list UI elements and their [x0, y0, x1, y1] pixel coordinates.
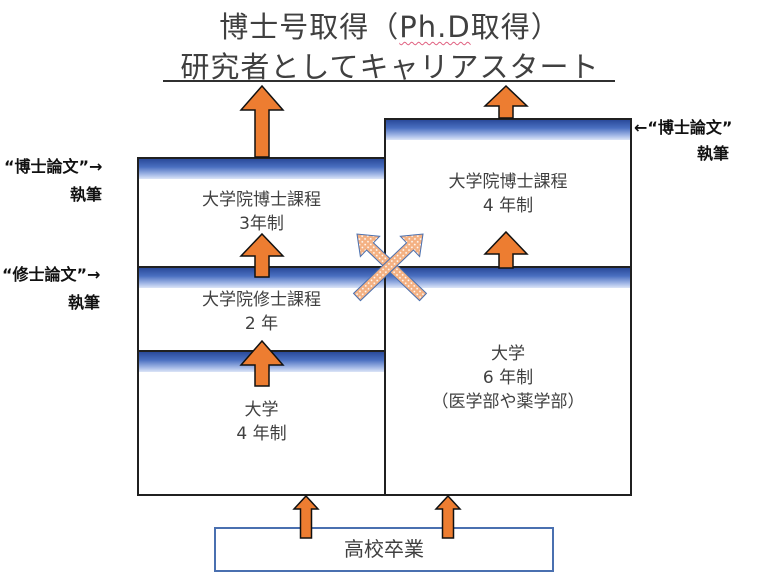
title-line-2: 研究者としてキャリアスタート	[180, 50, 600, 84]
right-doctoral-name: 大学院博士課程	[448, 172, 568, 192]
right-band-doctoral	[386, 118, 630, 140]
title-line-1: 博士号取得（Ph.D取得）	[150, 4, 630, 46]
title-prefix: 博士号取得（	[219, 10, 400, 44]
right-university-name: 大学	[491, 344, 525, 364]
left-doctoral-duration: 3年制	[239, 214, 284, 234]
left-university-text: 大学 4 年制	[139, 398, 384, 446]
left-master-thesis-text: “修士論文”	[2, 265, 88, 284]
arrow-up-icon-university-to-master	[239, 339, 285, 387]
left-doctoral-thesis-label: “博士論文”→	[4, 156, 102, 178]
right-university-duration: 6 年制	[482, 368, 534, 388]
right-column-box: 大学院博士課程 4 年制 大学 6 年制 （医学部や薬学部）	[384, 118, 632, 496]
title-phd: Ph.D	[399, 10, 471, 44]
arrow-up-icon-right-to-phd	[483, 84, 529, 119]
right-doctoral-thesis-text: “博士論文”	[647, 118, 733, 137]
right-university-text: 大学 6 年制 （医学部や薬学部）	[386, 342, 630, 414]
left-band-doctoral	[139, 157, 384, 179]
high-school-graduation-box: 高校卒業	[214, 527, 554, 572]
title-underline	[163, 80, 615, 82]
arrow-up-icon-university-to-doctoral-right	[483, 230, 529, 269]
left-column-box: 大学院博士課程 3年制 大学院修士課程 2 年 大学 4 年制	[137, 157, 386, 496]
arrow-right-icon: →	[89, 157, 103, 176]
left-doctoral-writing-label: 執筆	[70, 185, 103, 204]
title-suffix: 取得）	[470, 10, 561, 44]
right-doctoral-writing-label: 執筆	[697, 144, 730, 163]
right-doctoral-duration: 4 年制	[482, 196, 534, 216]
arrow-up-icon-left-to-phd	[239, 84, 285, 158]
right-university-note: （医学部や薬学部）	[431, 392, 585, 412]
left-master-text: 大学院修士課程 2 年	[139, 288, 384, 336]
arrow-left-icon: ←	[634, 118, 648, 137]
left-master-thesis-label: “修士論文”→	[2, 264, 100, 286]
arrow-up-icon-hs-to-right	[434, 494, 462, 539]
left-doctoral-text: 大学院博士課程 3年制	[139, 188, 384, 236]
left-doctoral-name: 大学院博士課程	[202, 190, 321, 210]
left-doctoral-thesis-text: “博士論文”	[4, 157, 90, 176]
arrow-right-icon: →	[87, 265, 101, 284]
left-university-name: 大学	[244, 400, 279, 420]
left-university-duration: 4 年制	[236, 424, 287, 444]
left-master-name: 大学院修士課程	[202, 290, 321, 310]
right-doctoral-thesis-label: ←“博士論文”	[634, 117, 732, 139]
arrow-up-icon-hs-to-left	[292, 494, 320, 539]
right-doctoral-text: 大学院博士課程 4 年制	[386, 170, 630, 218]
left-master-duration: 2 年	[244, 314, 279, 334]
cross-arrow-icon-up-right	[352, 233, 424, 302]
left-master-writing-label: 執筆	[68, 293, 101, 312]
arrow-up-icon-master-to-doctoral	[239, 232, 285, 278]
